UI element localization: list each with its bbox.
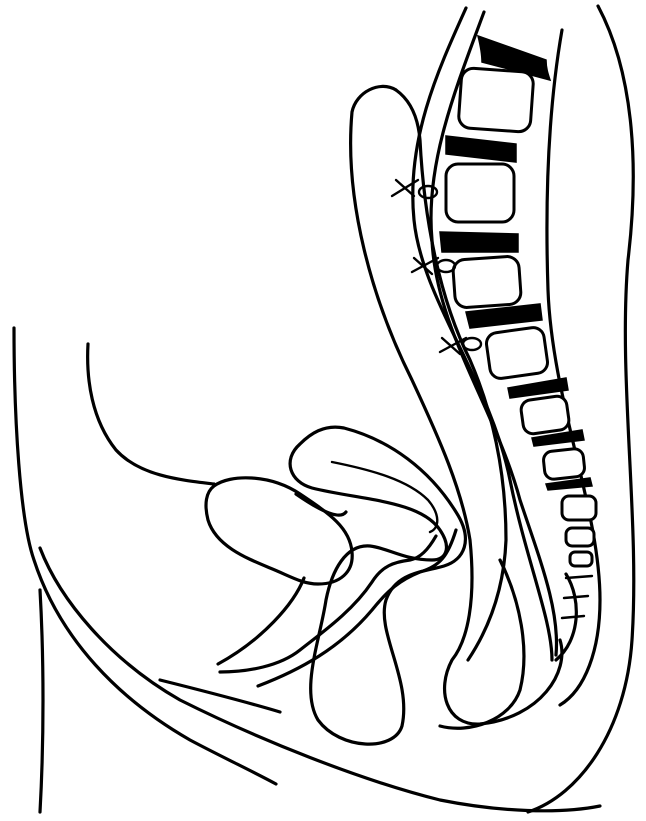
abdominal-wall-inner xyxy=(88,344,214,484)
suture-1 xyxy=(392,180,437,198)
vertebra-9 xyxy=(570,552,592,566)
bladder xyxy=(206,478,352,584)
urethra xyxy=(218,578,304,664)
rectum-outline xyxy=(440,560,524,728)
vertebra-5 xyxy=(520,395,570,435)
disc-2 xyxy=(446,136,516,162)
anterior-leg-line xyxy=(40,590,43,812)
coccyx-line-3 xyxy=(562,616,584,618)
vertebra-7 xyxy=(562,496,596,520)
perineum-curve xyxy=(40,548,600,811)
vertebra-1 xyxy=(458,68,534,133)
vertebra-3 xyxy=(452,256,521,308)
disc-3 xyxy=(440,232,518,252)
bladder-fold xyxy=(296,494,346,515)
spinal-canal-outer-line xyxy=(547,30,600,705)
uterus xyxy=(290,427,465,744)
vertebra-4 xyxy=(485,326,549,380)
uterus-cavity xyxy=(332,462,437,532)
vertebra-6 xyxy=(543,448,586,480)
vertebra-2 xyxy=(446,164,514,222)
abdominal-wall-outer xyxy=(14,328,276,784)
vertebra-8 xyxy=(566,528,594,546)
